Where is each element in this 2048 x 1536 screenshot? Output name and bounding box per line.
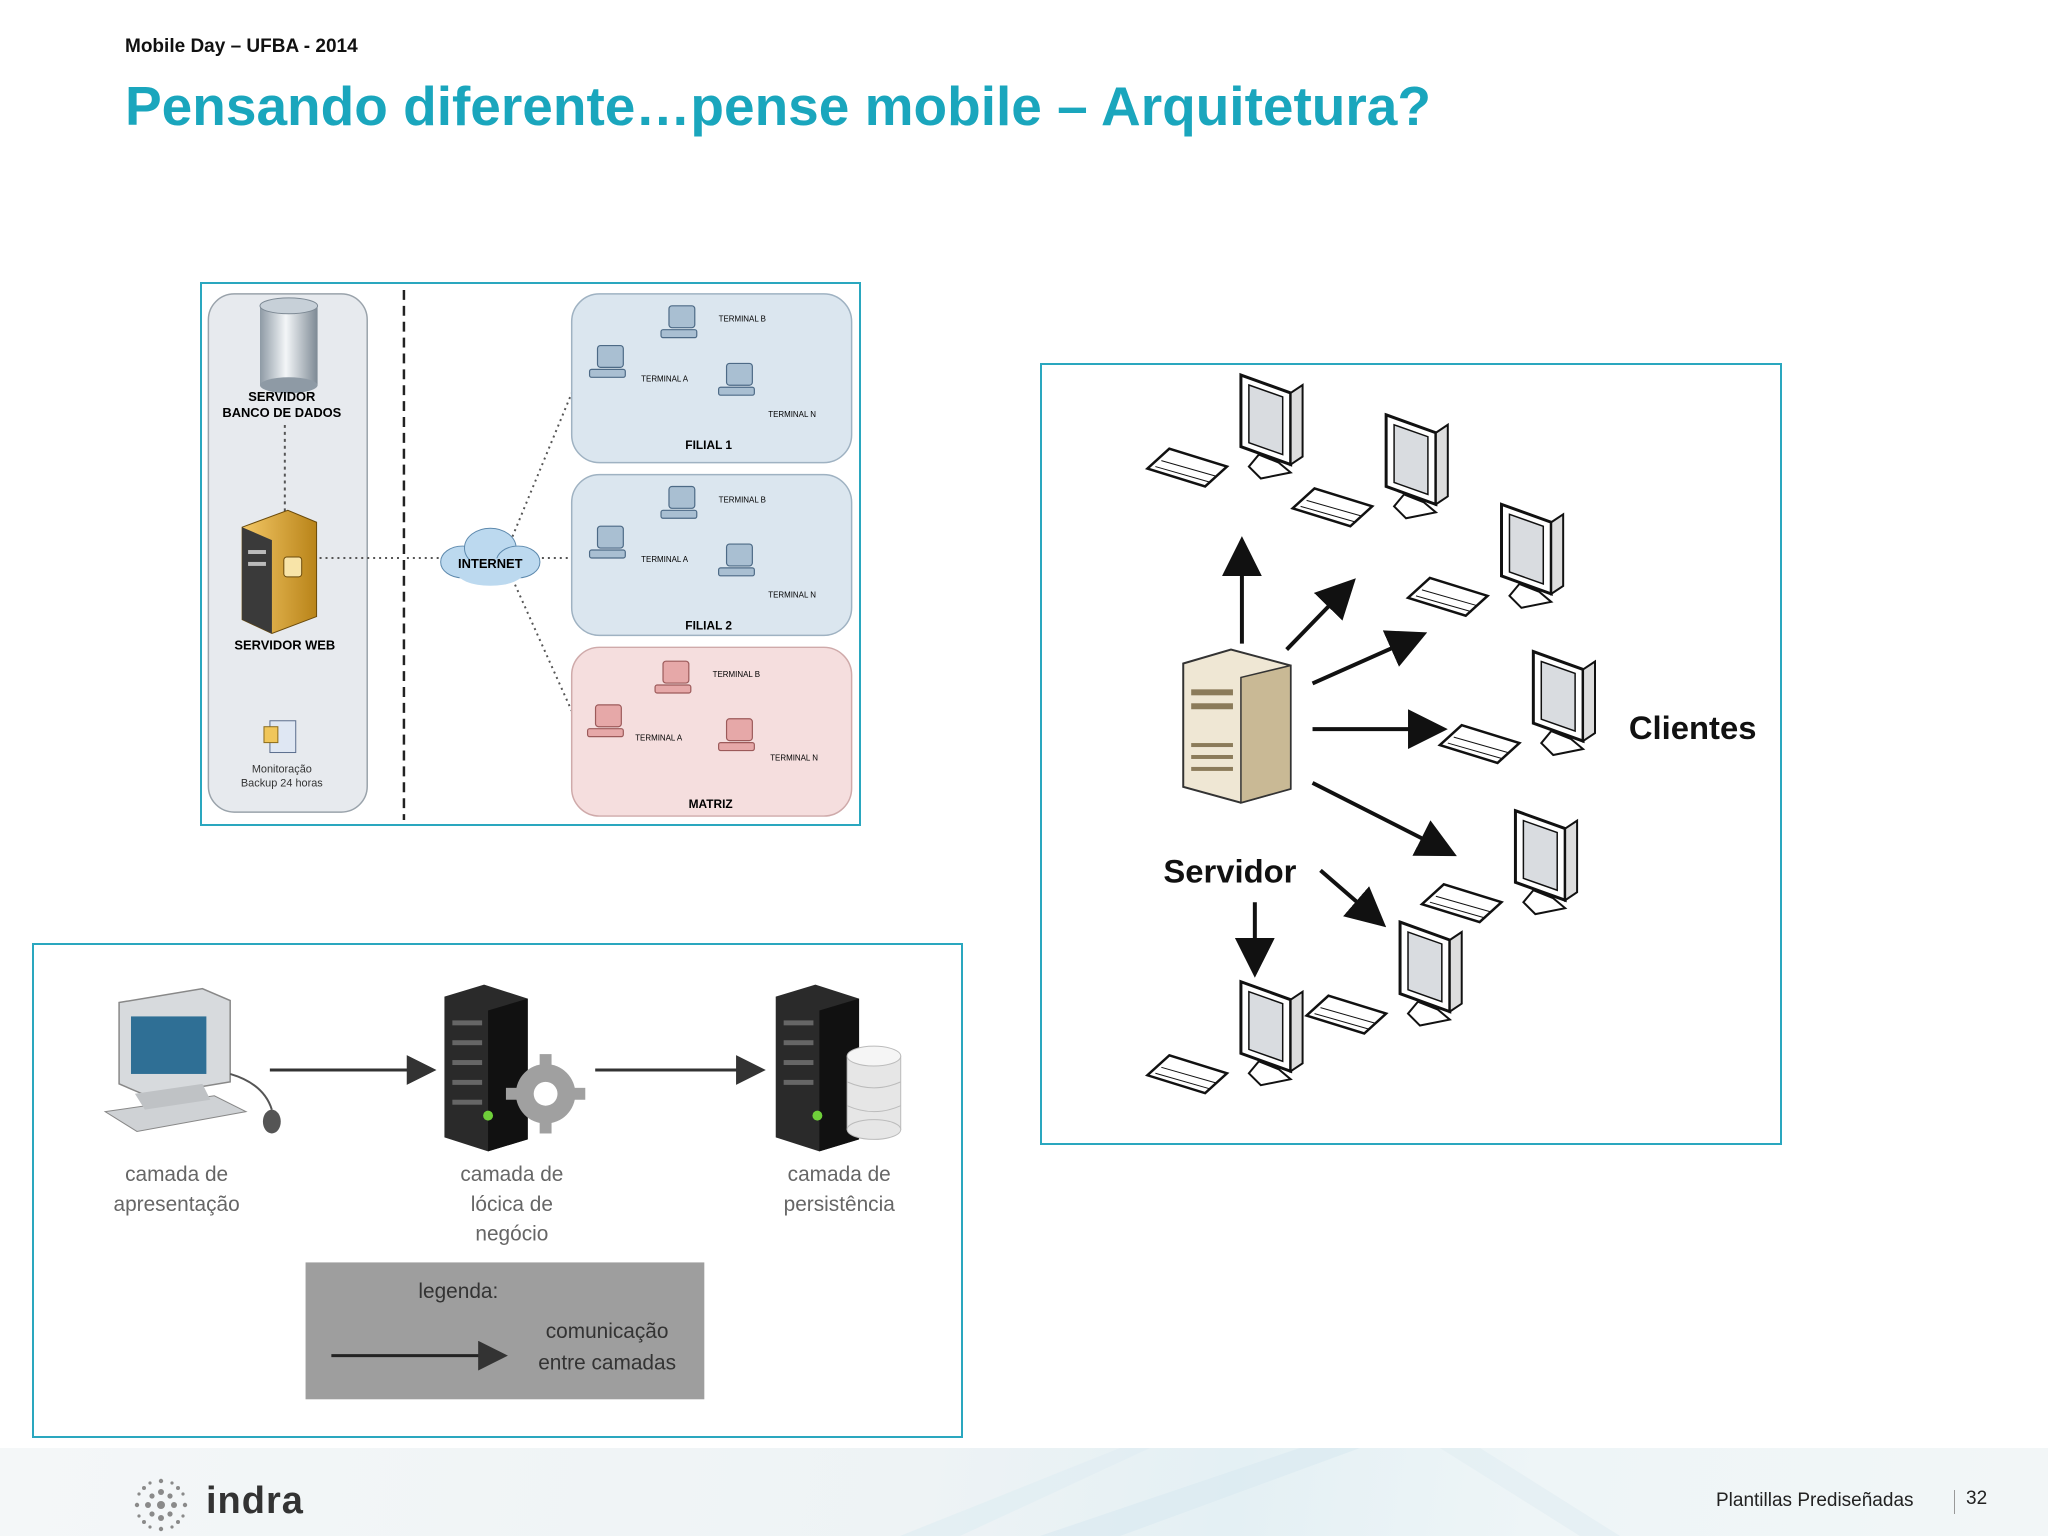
layers-diagram: camada de apresentação xyxy=(32,943,963,1438)
f1-terminal-a: TERMINAL A xyxy=(641,374,689,383)
web-server-icon xyxy=(241,509,318,634)
m-terminal-a: TERMINAL A xyxy=(635,734,683,743)
persistence-label-2: persistência xyxy=(784,1193,896,1216)
client-computer-icon xyxy=(1406,502,1565,618)
layers-svg: camada de apresentação xyxy=(103,984,902,1400)
backup-label-2: Backup 24 horas xyxy=(241,777,323,789)
page-number: 32 xyxy=(1966,1488,1988,1509)
client-computer-icon xyxy=(1145,980,1305,1095)
f2-terminal-b: TERMINAL B xyxy=(719,495,766,504)
f2-terminal-n: TERMINAL N xyxy=(768,591,816,600)
database-icon xyxy=(846,1045,902,1140)
client-computer-icon xyxy=(1145,373,1305,488)
legend-text-2: entre camadas xyxy=(538,1352,676,1375)
server-db-label-2: BANCO DE DADOS xyxy=(222,405,341,420)
m-terminal-n: TERMINAL N xyxy=(770,753,818,762)
filial-1-label: FILIAL 1 xyxy=(685,438,732,452)
footer-separator xyxy=(1954,1490,1955,1514)
f2-terminal-a: TERMINAL A xyxy=(641,555,689,564)
network-diagram-svg: SERVIDOR BANCO DE DADOS SERVIDOR WEB Mon… xyxy=(207,289,853,821)
backup-icon xyxy=(263,720,297,754)
server-computer-icon xyxy=(1182,648,1292,804)
presentation-label-2: apresentação xyxy=(113,1193,239,1216)
network-diagram: SERVIDOR BANCO DE DADOS SERVIDOR WEB Mon… xyxy=(200,282,861,826)
legend-title: legenda: xyxy=(418,1280,498,1303)
footer-template-label: Plantillas Prediseñadas xyxy=(1716,1490,1914,1511)
logic-label-1: camada de xyxy=(460,1163,563,1186)
slide-title: Pensando diferente…pense mobile – Arquit… xyxy=(125,75,1431,137)
business-logic-server-icon xyxy=(444,984,528,1152)
backup-label-1: Monitoração xyxy=(252,763,312,775)
client-server-svg: Clientes Servidor xyxy=(1145,373,1757,1095)
clients-label: Clientes xyxy=(1629,709,1757,746)
f1-terminal-b: TERMINAL B xyxy=(719,315,766,324)
matriz-panel xyxy=(570,646,853,817)
client-server-diagram: Clientes Servidor xyxy=(1040,363,1782,1145)
server-db-label-1: SERVIDOR xyxy=(248,389,316,404)
filial-2-label: FILIAL 2 xyxy=(685,618,732,632)
client-computer-icon xyxy=(1438,650,1597,765)
filial-1-panel xyxy=(570,293,853,464)
indra-logo-icon xyxy=(134,1478,188,1532)
client-computer-icon xyxy=(1291,413,1450,528)
logic-label-2: lócica de xyxy=(471,1193,553,1216)
filial-2-panel xyxy=(570,473,853,637)
database-icon xyxy=(259,297,319,394)
matriz-label: MATRIZ xyxy=(689,797,733,811)
f1-terminal-n: TERMINAL N xyxy=(768,410,816,419)
presentation-label-1: camada de xyxy=(125,1163,228,1186)
internet-label: INTERNET xyxy=(458,556,523,571)
logic-label-3: negócio xyxy=(475,1223,548,1246)
indra-logo-text: indra xyxy=(206,1480,304,1522)
legend-text-1: comunicação xyxy=(546,1320,669,1343)
client-computer-icon xyxy=(1420,809,1579,924)
internet-cloud-icon xyxy=(440,527,541,586)
slide-subtitle: Mobile Day – UFBA - 2014 xyxy=(125,36,358,57)
legend-box xyxy=(305,1262,705,1400)
gear-icon xyxy=(505,1054,586,1134)
persistence-label-1: camada de xyxy=(788,1163,891,1186)
server-label: Servidor xyxy=(1163,852,1296,889)
server-web-label: SERVIDOR WEB xyxy=(234,637,335,652)
persistence-server-icon xyxy=(775,984,860,1152)
footer-band xyxy=(0,1448,2048,1536)
client-computer-icon xyxy=(1305,920,1464,1035)
m-terminal-b: TERMINAL B xyxy=(713,670,760,679)
presentation-computer-icon xyxy=(103,987,281,1134)
